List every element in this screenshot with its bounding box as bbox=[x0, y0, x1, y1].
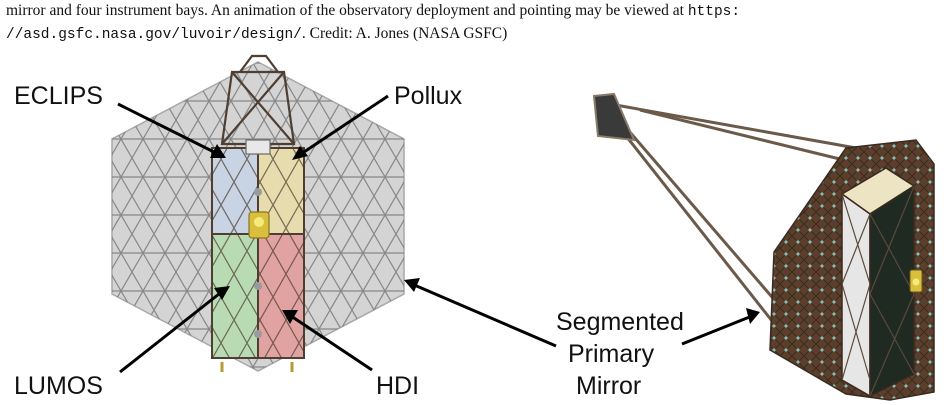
caption-credit: . Credit: A. Jones (NASA GSFC) bbox=[301, 25, 508, 42]
callout-arrows bbox=[117, 94, 760, 374]
label-hdi: HDI bbox=[376, 372, 419, 400]
label-pollux: Pollux bbox=[394, 82, 463, 110]
caption-url-part-1[interactable]: https: bbox=[687, 4, 741, 20]
label-mirror-line-2: Primary bbox=[568, 340, 655, 368]
label-lumos: LUMOS bbox=[14, 372, 103, 400]
caption-line-1: mirror and four instrument bays. An anim… bbox=[6, 0, 940, 23]
label-mirror-line-1: Segmented bbox=[556, 308, 684, 336]
figure-caption: mirror and four instrument bays. An anim… bbox=[6, 0, 940, 46]
luvoir-figure: ECLIPS Pollux LUMOS HDI Segmented Primar… bbox=[14, 54, 935, 401]
caption-url-part-2[interactable]: //asd.gsfc.nasa.gov/luvoir/design/ bbox=[6, 27, 302, 43]
secondary-mirror bbox=[592, 92, 636, 142]
instrument-bays bbox=[211, 139, 305, 372]
perspective-view: Segmented Primary Mirror bbox=[556, 92, 935, 401]
caption-line-2: //asd.gsfc.nasa.gov/luvoir/design/. Cred… bbox=[6, 23, 940, 46]
secondary-boom bbox=[602, 102, 857, 327]
label-mirror-line-3: Mirror bbox=[576, 372, 641, 400]
caption-text-1: mirror and four instrument bays. An anim… bbox=[6, 2, 688, 19]
label-eclips: ECLIPS bbox=[14, 82, 103, 110]
secondary-support-truss bbox=[220, 54, 296, 146]
face-on-view: ECLIPS Pollux LUMOS HDI bbox=[14, 54, 760, 400]
instrument-bus bbox=[840, 167, 923, 398]
